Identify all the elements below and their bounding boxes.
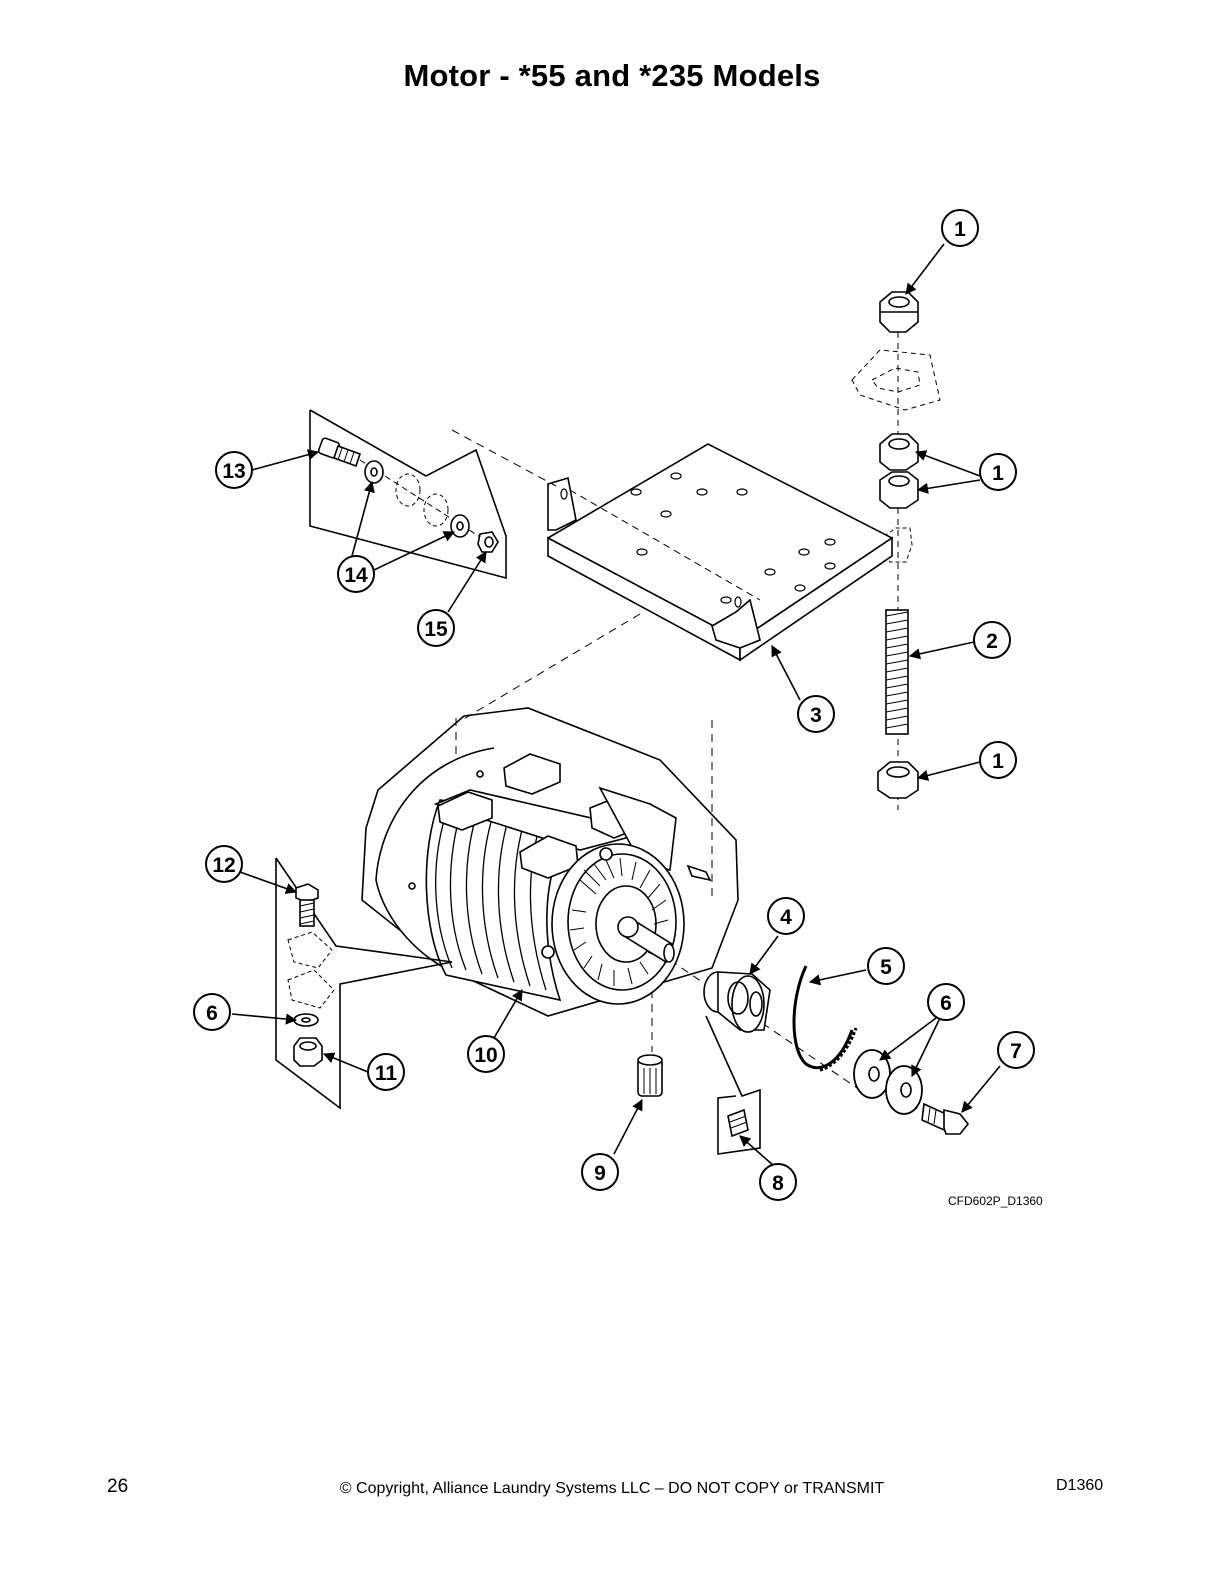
svg-text:6: 6	[940, 992, 952, 1015]
threaded-rod	[885, 609, 909, 735]
callout-9: 9	[581, 1153, 619, 1191]
callout-7: 7	[997, 1031, 1035, 1069]
svg-text:6: 6	[206, 1002, 218, 1025]
svg-text:5: 5	[880, 956, 892, 979]
svg-text:9: 9	[594, 1162, 606, 1185]
motor-mount-plate	[546, 443, 894, 662]
bracket-ghost	[851, 349, 941, 411]
svg-text:14: 14	[344, 564, 368, 587]
callout-1-bottom: 1	[979, 741, 1017, 779]
page-number: 26	[107, 1476, 129, 1497]
pulley-bolt	[921, 1102, 970, 1135]
svg-text:2: 2	[986, 630, 998, 653]
svg-text:3: 3	[810, 704, 822, 727]
callout-13: 13	[215, 451, 253, 489]
callout-12: 12	[205, 845, 243, 883]
drive-belt	[792, 965, 858, 1072]
callout-1-top: 1	[941, 209, 979, 247]
callout-1-middle: 1	[979, 453, 1017, 491]
svg-text:1: 1	[954, 218, 966, 241]
callout-4: 4	[767, 897, 805, 935]
svg-text:15: 15	[424, 618, 448, 641]
svg-text:1: 1	[992, 462, 1004, 485]
page-title: Motor - *55 and *235 Models	[403, 58, 821, 93]
part-drawing	[231, 243, 1001, 1167]
callout-10: 10	[467, 1035, 505, 1073]
svg-text:4: 4	[780, 906, 792, 929]
figure-id: CFD602P_D1360	[948, 1194, 1043, 1208]
set-screw-detail	[705, 1015, 761, 1155]
callout-14: 14	[337, 555, 375, 593]
callout-11: 11	[367, 1053, 405, 1091]
callout-15: 15	[417, 609, 455, 647]
callout-5: 5	[867, 947, 905, 985]
lock-nut-top	[879, 291, 919, 333]
bolt-detail-box	[309, 409, 507, 580]
lock-nut-pair	[879, 433, 919, 509]
callouts: 1 1 1 2 3 4 5 6	[193, 209, 1035, 1201]
svg-text:8: 8	[772, 1172, 784, 1195]
callout-8: 8	[759, 1163, 797, 1201]
svg-text:11: 11	[375, 1062, 398, 1085]
svg-text:12: 12	[212, 854, 235, 877]
copyright-notice: © Copyright, Alliance Laundry Systems LL…	[339, 1480, 885, 1497]
callout-3: 3	[797, 695, 835, 733]
flat-washers	[853, 1049, 923, 1115]
motor-pulley	[703, 971, 771, 1033]
conduit-fitting	[637, 1054, 663, 1097]
svg-text:7: 7	[1010, 1040, 1022, 1063]
svg-text:13: 13	[222, 460, 245, 483]
bracket-detail-box	[275, 857, 453, 1110]
callout-6-left: 6	[193, 993, 231, 1031]
callout-6-right: 6	[927, 983, 965, 1021]
svg-text:1: 1	[992, 750, 1004, 773]
document-id: D1360	[1056, 1477, 1104, 1494]
lock-nut-bottom	[877, 761, 919, 799]
callout-2: 2	[973, 621, 1011, 659]
svg-text:10: 10	[474, 1044, 497, 1067]
electric-motor	[375, 747, 712, 1005]
